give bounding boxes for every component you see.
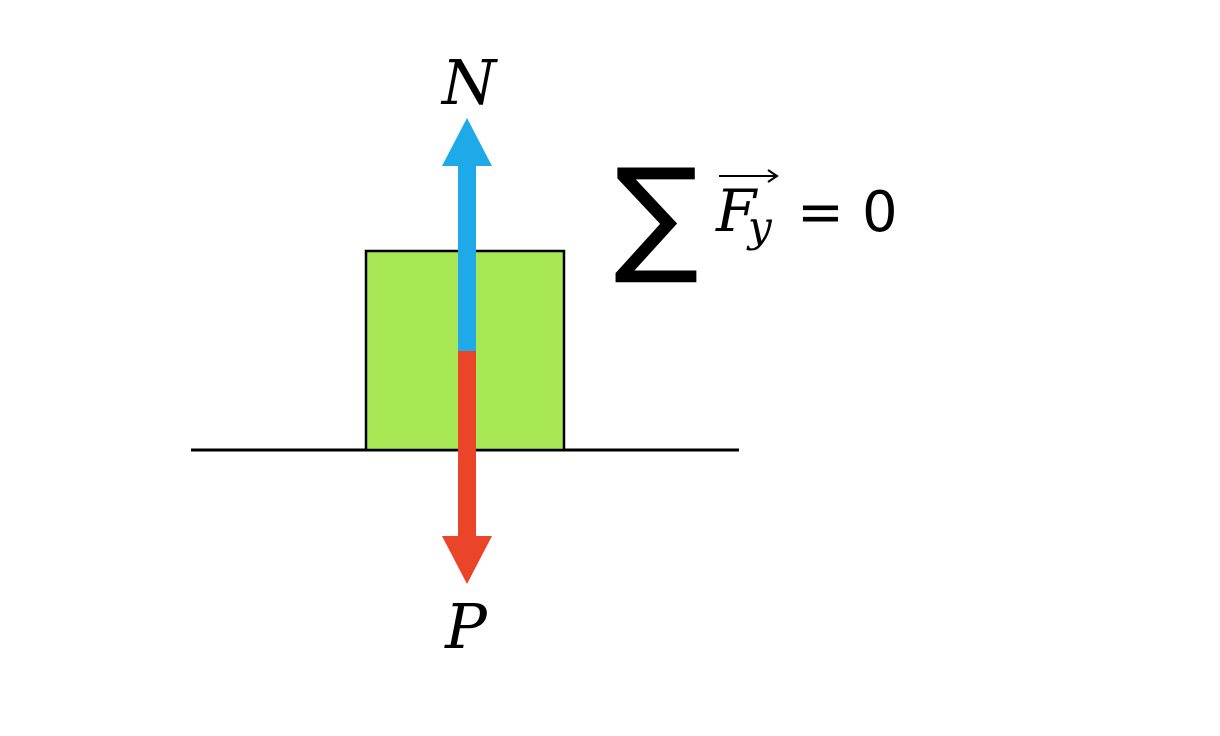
normal-force-arrowhead — [442, 118, 492, 166]
force-symbol: F — [715, 177, 758, 245]
weight-force-arrow — [442, 351, 492, 584]
vector-arrow-icon — [719, 169, 779, 183]
force-subscript: y — [746, 202, 773, 251]
weight-force-shaft — [458, 351, 476, 539]
normal-force-label: N — [440, 46, 499, 119]
equation-rhs: 0 — [862, 180, 898, 245]
equals-sign: = — [797, 180, 844, 245]
normal-force-shaft — [458, 162, 476, 352]
sum-symbol: ∑ — [614, 141, 699, 288]
equilibrium-equation: ∑ F y = 0 — [614, 141, 898, 288]
weight-force-label: P — [444, 590, 488, 663]
normal-force-arrow — [442, 118, 492, 352]
weight-force-arrowhead — [442, 536, 492, 584]
